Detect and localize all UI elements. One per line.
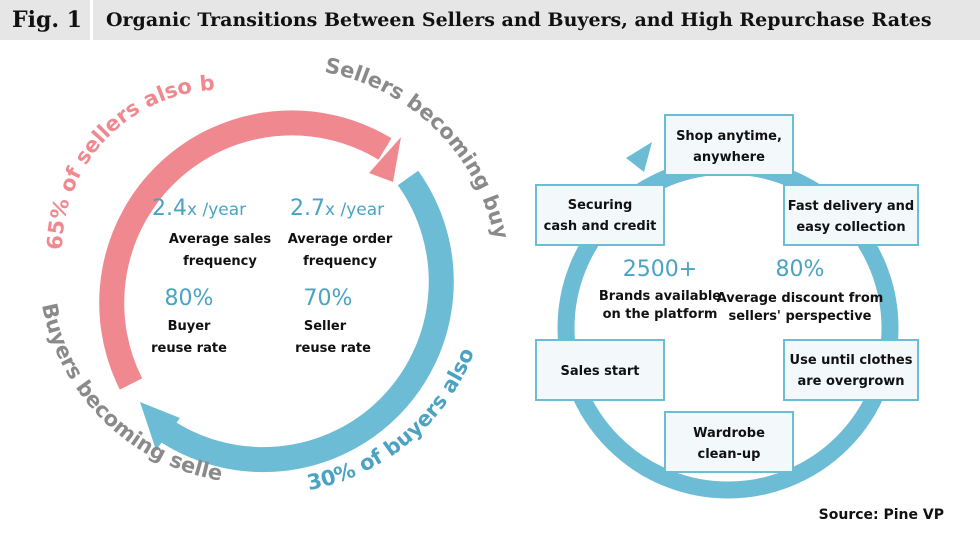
node-shop-anytime: Shop anytime, anywhere bbox=[664, 114, 794, 176]
stat-discount-label-2: sellers' perspective bbox=[729, 309, 872, 324]
stat-sales-frequency-label-2: frequency bbox=[183, 254, 257, 269]
node-wardrobe-cleanup: Wardrobe clean-up bbox=[664, 411, 794, 473]
svg-text:are overgrown: are overgrown bbox=[797, 374, 904, 389]
source-note: Source: Pine VP bbox=[818, 507, 944, 523]
node-sales-start: Sales start bbox=[535, 339, 665, 401]
node-fast-delivery: Fast delivery and easy collection bbox=[783, 184, 919, 246]
figure-header: Fig. 1 Organic Transitions Between Selle… bbox=[0, 0, 980, 40]
stat-order-frequency-label-1: Average order bbox=[288, 232, 393, 247]
left-cycle: 65% of sellers also buy Sellers becoming… bbox=[5, 31, 514, 495]
stat-discount-value: 80% bbox=[776, 257, 825, 282]
blue-arrowhead bbox=[140, 402, 180, 450]
svg-text:Fast delivery and: Fast delivery and bbox=[788, 199, 914, 214]
pink-arc bbox=[99, 110, 392, 390]
figure-title: Organic Transitions Between Sellers and … bbox=[106, 9, 932, 31]
figure-panel: 65% of sellers also buy Sellers becoming… bbox=[5, 31, 970, 533]
stat-sales-frequency-label-1: Average sales bbox=[169, 232, 272, 247]
svg-text:cash and credit: cash and credit bbox=[544, 219, 657, 234]
stat-brands-label-2: on the platform bbox=[603, 307, 718, 322]
svg-text:anywhere: anywhere bbox=[693, 150, 765, 165]
header-divider bbox=[90, 0, 93, 40]
svg-text:Use until clothes: Use until clothes bbox=[790, 353, 913, 368]
svg-text:easy collection: easy collection bbox=[796, 220, 905, 235]
svg-text:Sales start: Sales start bbox=[560, 364, 639, 379]
svg-text:Shop anytime,: Shop anytime, bbox=[676, 129, 782, 144]
svg-text:Securing: Securing bbox=[568, 198, 633, 213]
pink-arrowhead bbox=[369, 137, 401, 182]
svg-text:clean-up: clean-up bbox=[698, 447, 761, 462]
stat-buyer-reuse-value: 80% bbox=[165, 286, 214, 311]
stat-order-frequency-value: 2.7x /year bbox=[290, 196, 384, 221]
stat-buyer-reuse-label-1: Buyer bbox=[168, 319, 211, 334]
stat-buyer-reuse-label-2: reuse rate bbox=[151, 341, 227, 356]
stat-seller-reuse-label-1: Seller bbox=[304, 319, 347, 334]
stat-seller-reuse-label-2: reuse rate bbox=[295, 341, 371, 356]
stat-discount-label-1: Average discount from bbox=[717, 291, 884, 306]
stat-brands-value: 2500+ bbox=[623, 257, 697, 282]
figure-number: Fig. 1 bbox=[12, 7, 82, 33]
right-cycle-arrowhead bbox=[626, 142, 652, 172]
stat-order-frequency-label-2: frequency bbox=[303, 254, 377, 269]
node-use-until-overgrown: Use until clothes are overgrown bbox=[783, 339, 919, 401]
node-securing-cash: Securing cash and credit bbox=[535, 184, 665, 246]
blue-arc bbox=[154, 170, 454, 473]
right-cycle: Shop anytime, anywhere Fast delivery and… bbox=[535, 114, 919, 499]
diagram-canvas: 65% of sellers also buy Sellers becoming… bbox=[5, 31, 919, 499]
svg-text:Wardrobe: Wardrobe bbox=[693, 426, 765, 441]
stat-sales-frequency-value: 2.4x /year bbox=[152, 196, 246, 221]
stat-seller-reuse-value: 70% bbox=[304, 286, 353, 311]
stat-brands-label-1: Brands available bbox=[599, 289, 721, 304]
